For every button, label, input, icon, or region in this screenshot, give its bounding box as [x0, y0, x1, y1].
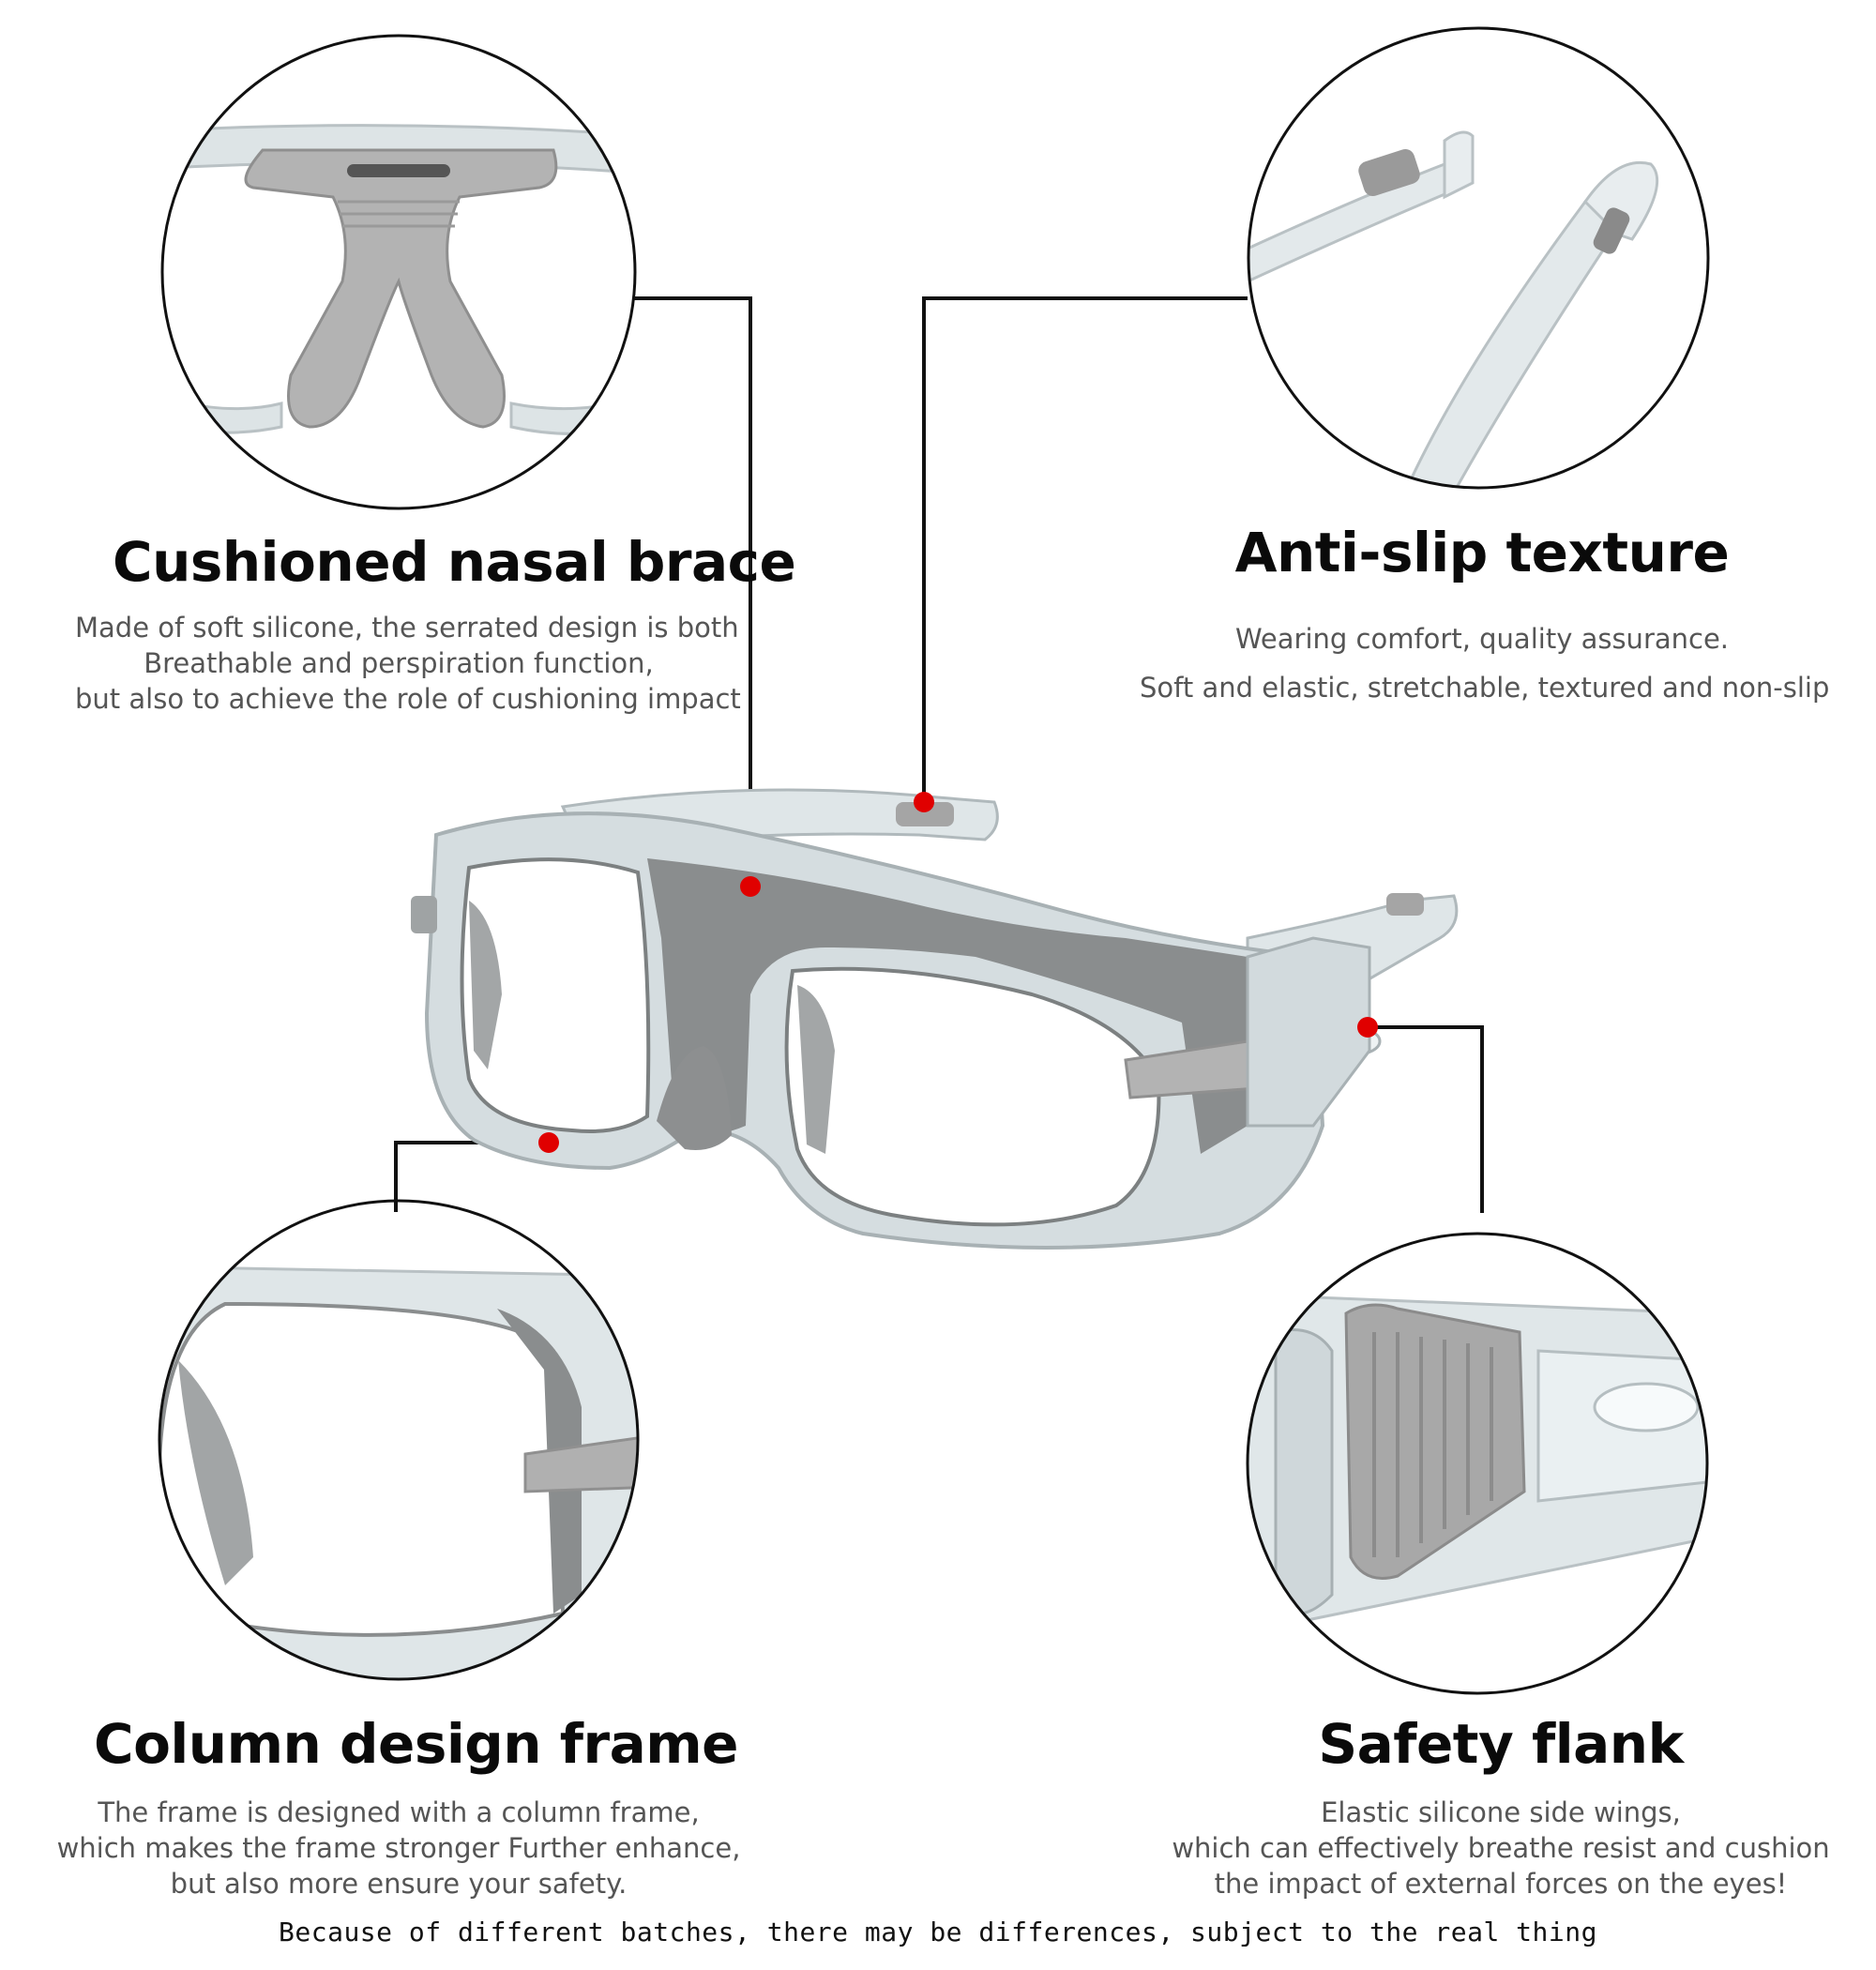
feature-desc-line: the impact of external forces on the eye…	[1214, 1868, 1788, 1900]
feature-desc-line: which makes the frame stronger Further e…	[56, 1832, 741, 1864]
feature-desc-safety-flank: Elastic silicone side wings, which can e…	[1163, 1795, 1838, 1902]
feature-title-nasal-brace: Cushioned nasal brace	[113, 530, 796, 594]
callout-dot-anti-slip	[914, 792, 934, 812]
detail-circle-safety-flank	[1246, 1232, 1709, 1695]
feature-desc-line: but also to achieve the role of cushioni…	[75, 683, 741, 715]
callout-dot-nasal-brace	[740, 876, 761, 897]
feature-desc-line: The frame is designed with a column fram…	[98, 1796, 700, 1828]
feature-title-safety-flank: Safety flank	[1318, 1712, 1684, 1776]
disclaimer-footnote: Because of different batches, there may …	[279, 1917, 1597, 1947]
sports-glasses-main-image	[411, 788, 1459, 1250]
leader-line-nasal-brace	[633, 296, 752, 886]
callout-dot-safety-flank	[1357, 1017, 1378, 1038]
feature-desc-line: Made of soft silicone, the serrated desi…	[75, 612, 739, 644]
detail-circle-nasal-brace	[160, 34, 637, 510]
feature-desc-line: Elastic silicone side wings,	[1321, 1796, 1681, 1828]
leader-line-anti-slip	[922, 296, 1248, 802]
feature-desc-line: which can effectively breathe resist and…	[1172, 1832, 1830, 1864]
feature-desc-line: Breathable and perspiration function,	[144, 647, 654, 679]
feature-desc-column-frame: The frame is designed with a column fram…	[56, 1795, 741, 1902]
leader-line-safety-flank	[1368, 1025, 1484, 1213]
callout-dot-column-frame	[538, 1132, 559, 1153]
feature-title-column-frame: Column design frame	[94, 1712, 739, 1776]
feature-title-anti-slip: Anti-slip texture	[1234, 521, 1730, 584]
detail-circle-anti-slip	[1247, 26, 1710, 490]
callout-dots	[538, 792, 1378, 1153]
feature-desc-nasal-brace: Made of soft silicone, the serrated desi…	[75, 610, 741, 717]
detail-circle-column-frame	[158, 1199, 640, 1681]
feature-desc-line: Soft and elastic, stretchable, textured …	[1140, 672, 1830, 704]
feature-desc-line: but also more ensure your safety.	[170, 1868, 628, 1900]
feature-desc-anti-slip: Wearing comfort, quality assurance. Soft…	[1140, 614, 1830, 712]
feature-desc-line: Wearing comfort, quality assurance.	[1234, 623, 1730, 655]
